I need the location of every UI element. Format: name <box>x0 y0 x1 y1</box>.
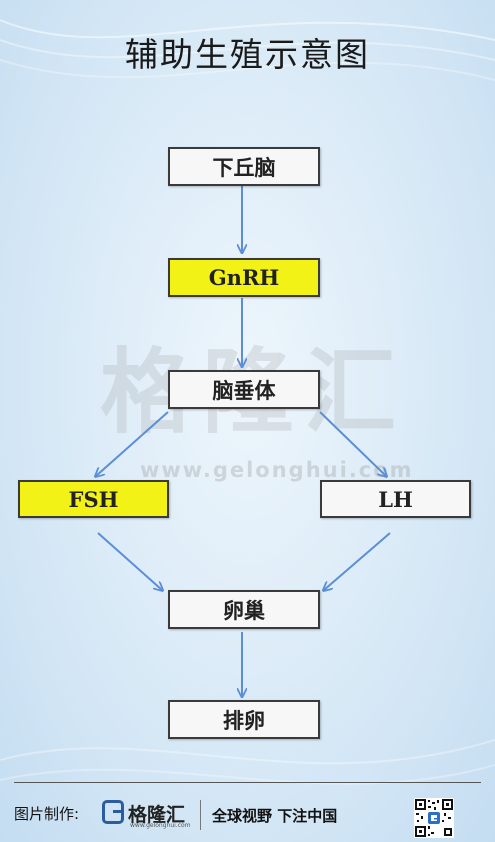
node-fsh: FSH <box>18 480 169 518</box>
qr-code-icon <box>414 798 454 838</box>
node-pituitary: 脑垂体 <box>168 370 320 409</box>
node-ovary: 卵巢 <box>168 590 320 629</box>
node-gnrh: GnRH <box>168 258 320 297</box>
gelonghui-logo-icon <box>102 800 124 824</box>
watermark-url: www.gelonghui.com <box>140 458 414 482</box>
footer-credit-label: 图片制作: <box>14 805 80 823</box>
node-ovulation: 排卵 <box>168 700 320 739</box>
node-hypothalamus: 下丘脑 <box>168 147 320 186</box>
footer-divider <box>14 782 481 783</box>
node-lh: LH <box>320 480 471 518</box>
footer-separator <box>200 800 201 830</box>
page-title: 辅助生殖示意图 <box>125 35 370 74</box>
footer-logo-url: www.gelonghui.com <box>130 822 191 829</box>
footer-slogan: 全球视野 下注中国 <box>212 807 338 825</box>
footer-logo-text: 格隆汇 <box>128 804 186 826</box>
